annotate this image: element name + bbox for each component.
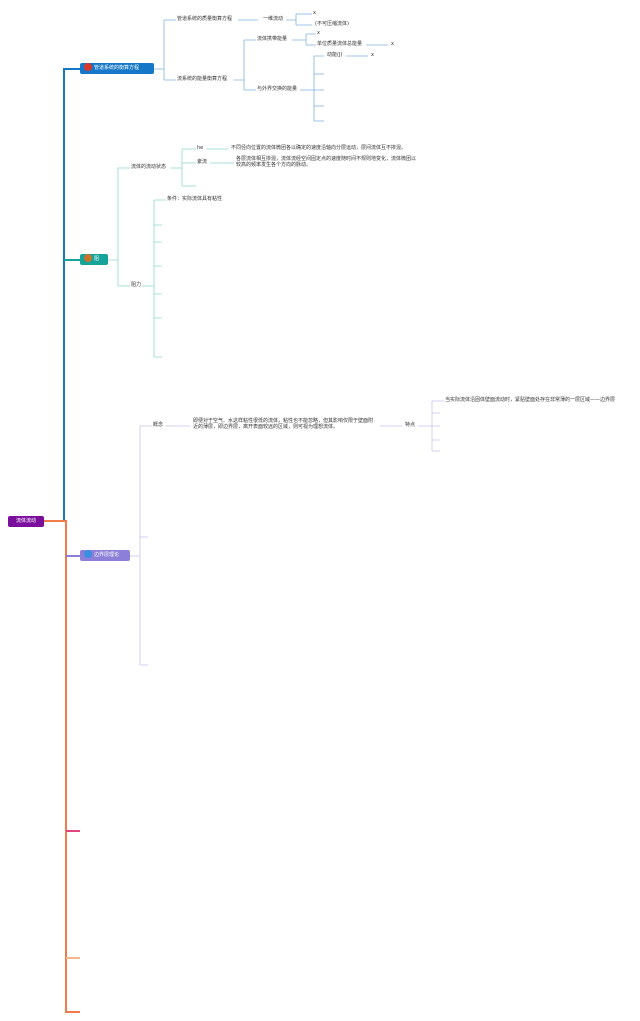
incompressible-label[interactable]: (不可压缩流体) [315,21,349,27]
b2-flowstate-connector [170,148,196,187]
turbulent-label[interactable]: 紊流 [197,159,208,165]
unit-mass-energy-x: x [391,41,394,47]
branch3-label: 边界层理论 [94,552,120,558]
concept-label[interactable]: 概念 [153,422,164,428]
orange-circle-icon [84,254,92,262]
branch-node-balance-equations[interactable]: 管道系统的衡算方程 [80,63,154,74]
b2-resistance-connector [142,199,166,358]
resistance-label[interactable]: 阻力 [131,282,142,288]
steady-flow-label[interactable]: 一维流动 [263,16,284,22]
b3-feature-connector [418,400,444,452]
b2-connector [108,167,130,287]
blue-circle-icon [84,550,92,558]
fluid-energy-x: x [317,30,320,36]
mass-balance-label[interactable]: 管道系统的质量衡算方程 [177,16,233,22]
feature-description: 当实际流体沿固体壁面流动时，紧贴壁面处存在非常薄的一层区域——边界层 [445,397,616,403]
laminar-description: 不同径向位置的流体微团各以确定的速度沿轴向分层运动，层间流体互不掺混。 [231,145,407,151]
fluid-energy-label[interactable]: 流体携带能量 [257,36,288,42]
steady-flow-x: x [313,10,316,16]
branch2-label: 阻 [94,256,100,262]
b1-energy-connector [234,39,256,91]
exchange-energy-label[interactable]: 与外界交换的能量 [257,86,298,92]
unit-mass-energy-label[interactable]: 单位质量流体总能量 [317,41,363,47]
concept-description: 即便对于空气、水这样粘性很低的流体，粘性也不能忽略，但其影响仅限于壁面附近的薄层… [193,418,374,430]
root-node[interactable]: 流体流动 [8,516,44,527]
trunk-orange [44,520,80,1013]
branch1-label: 管道系统的衡算方程 [94,65,140,71]
resistance-condition[interactable]: 条件：实际流体具有粘性 [167,196,223,202]
branch-node-resistance[interactable]: 阻 [80,254,108,265]
b3-connector [130,425,152,666]
kinetic-energy-x: x [371,52,374,58]
turbulent-description: 各层流体相互掺混，流体流经空间固定点的速度随时间不规则地变化，流体微团以较高的频… [236,156,417,168]
energy-balance-label[interactable]: 流系统的能量衡算方程 [177,76,228,82]
b1-steady-connector [286,13,312,26]
laminar-label[interactable]: he [197,145,204,151]
red-circle-icon [84,63,92,71]
trunk-blue [44,68,80,522]
root-label: 流体流动 [15,518,36,524]
branch-node-boundary-layer[interactable]: 边界层理论 [80,550,130,561]
kinetic-energy-label[interactable]: 动能(J) [327,52,343,58]
b1-connector [154,19,176,81]
feature-label[interactable]: 特点 [405,422,416,428]
flow-state-label[interactable]: 流体的流动状态 [131,164,167,170]
b1-exchange-connector [300,55,324,122]
b1-fluid-energy-connector [292,33,316,46]
